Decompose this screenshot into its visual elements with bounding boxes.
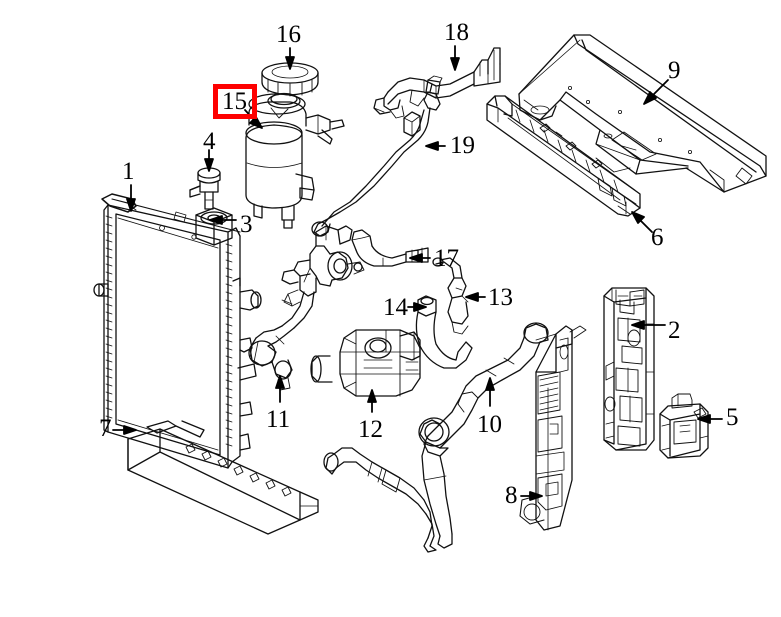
part-air-guide-lower-left (519, 325, 587, 531)
part-bracket-clip (659, 393, 709, 459)
callout-label-5: 5 (726, 404, 739, 431)
callout-label-6: 6 (651, 224, 664, 251)
callout-label-13: 13 (488, 284, 513, 311)
callout-label-7: 7 (99, 415, 112, 442)
callout-label-1: 1 (122, 158, 135, 185)
callout-label-8: 8 (505, 482, 518, 509)
callout-label-18: 18 (444, 19, 469, 46)
callout-label-14: 14 (383, 294, 408, 321)
callout-label-10: 10 (477, 411, 502, 438)
callout-label-9: 9 (668, 57, 681, 84)
callout-label-12: 12 (358, 416, 383, 443)
callout-label-4: 4 (203, 128, 216, 155)
part-front-crossmember (486, 95, 641, 217)
part-radiator (93, 193, 262, 469)
highlight-box-part-15 (213, 84, 257, 119)
part-coolant-expansion-reservoir (245, 92, 345, 229)
part-cowl-panel (518, 34, 767, 193)
callout-label-17: 17 (434, 245, 459, 272)
callout-label-11: 11 (266, 406, 291, 433)
part-thermostat-connector (432, 257, 469, 335)
part-upper-radiator-hose (418, 322, 549, 549)
leader-arrows (112, 45, 723, 501)
callout-label-19: 19 (450, 132, 475, 159)
callout-label-2: 2 (668, 317, 681, 344)
part-coolant-line-assembly-upper (373, 47, 501, 119)
part-push-pin-retainer (189, 167, 221, 210)
part-auxiliary-water-pump (310, 329, 421, 397)
callout-label-15: 15 (222, 88, 247, 115)
callout-label-16: 16 (276, 21, 301, 48)
part-lower-air-baffle (127, 420, 319, 535)
part-air-guide-right (603, 287, 655, 451)
part-coolant-hose-left (248, 225, 365, 391)
callout-label-3: 3 (240, 211, 253, 238)
part-lower-center-hose (323, 447, 437, 553)
part-coolant-line-assembly-lower (311, 75, 443, 237)
